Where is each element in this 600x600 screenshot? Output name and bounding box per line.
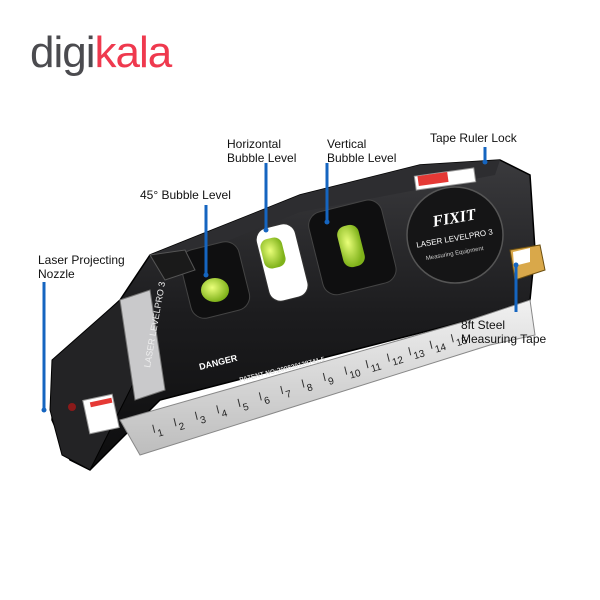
- bubble-vertical: [337, 224, 365, 268]
- ruler-mark-15: 15: [455, 335, 469, 349]
- ruler-tick: [301, 379, 305, 388]
- callout-laser-line1: Laser Projecting: [38, 253, 125, 267]
- fixit-badge: FIXIT LASER LEVELPRO 3 Measuring Equipme…: [406, 186, 504, 284]
- logo-text-digi: digi: [30, 28, 95, 77]
- callout-pointers: [41, 147, 519, 413]
- ruler-mark-3: 3: [199, 414, 208, 426]
- ruler-tick: [237, 398, 241, 408]
- ruler-mark-4: 4: [220, 408, 229, 420]
- ruler-mark-7: 7: [284, 389, 293, 401]
- ruler-mark-12: 12: [391, 355, 405, 369]
- ruler-tick: [152, 424, 156, 433]
- callout-laser-line2: Nozzle: [38, 267, 75, 281]
- ruler-tick: [408, 347, 412, 356]
- ruler-mark-2: 2: [178, 421, 187, 433]
- callout-vertical-line2: Bubble Level: [327, 151, 397, 165]
- callout-horizontal-bubble: Horizontal Bubble Level: [227, 137, 296, 165]
- bubble-vials: [201, 224, 365, 302]
- callout-horizontal-line1: Horizontal: [227, 137, 282, 151]
- ruler-tick: [344, 366, 348, 375]
- callout-vertical-line1: Vertical: [327, 137, 367, 151]
- callout-tape-line1: 8ft Steel: [461, 318, 506, 332]
- ruler-tick: [280, 385, 284, 395]
- ruler-mark-8: 8: [306, 382, 315, 394]
- ruler-tick: [258, 392, 262, 401]
- ruler-tick: [365, 359, 369, 369]
- ruler-mark-13: 13: [412, 348, 426, 362]
- logo-text-kala: kala: [94, 28, 173, 77]
- ruler-tick: [173, 418, 177, 427]
- callout-tape-ruler-lock: Tape Ruler Lock: [430, 131, 517, 145]
- ruler-tick: [386, 353, 390, 362]
- callout-laser-nozzle: Laser Projecting Nozzle: [38, 253, 125, 281]
- ruler-mark-1: 1: [156, 427, 165, 439]
- ruler-mark-5: 5: [242, 402, 251, 414]
- callout-vertical-bubble: Vertical Bubble Level: [327, 137, 396, 165]
- ruler-tick: [429, 340, 433, 349]
- ruler-mark-6: 6: [263, 395, 272, 407]
- bubble-45: [201, 278, 229, 302]
- ruler-mark-11: 11: [370, 361, 383, 375]
- ruler-mark-14: 14: [434, 342, 448, 356]
- ruler-mark-9: 9: [327, 376, 336, 388]
- ruler-tick: [450, 334, 454, 343]
- callout-tape-line2: Measuring Tape: [461, 332, 547, 346]
- callout-45-bubble: 45° Bubble Level: [140, 188, 231, 202]
- ruler-mark-10: 10: [348, 368, 362, 382]
- callout-horizontal-line2: Bubble Level: [227, 151, 297, 165]
- ruler-tick: [216, 405, 220, 414]
- ruler-tick: [322, 372, 326, 382]
- callout-steel-tape: 8ft Steel Measuring Tape: [461, 318, 546, 346]
- ruler-tick: [194, 411, 198, 420]
- bubble-horizontal: [260, 237, 286, 269]
